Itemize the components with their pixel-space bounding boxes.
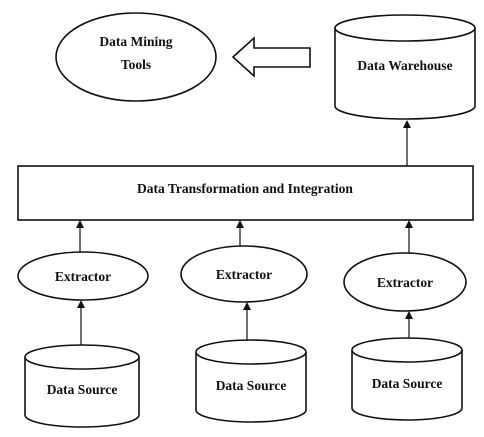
- data-source-node: Data Source: [351, 337, 463, 421]
- data-warehouse-label: Data Warehouse: [357, 58, 452, 73]
- extractor-label: Extractor: [377, 275, 433, 290]
- extractor-node: Extractor: [180, 245, 308, 303]
- data-source-label: Data Source: [216, 378, 287, 393]
- extractor-node: Extractor: [343, 252, 467, 312]
- transformation-label: Data Transformation and Integration: [137, 181, 353, 196]
- data-mining-tools-node: Data Mining Tools: [55, 12, 217, 102]
- data-source-label: Data Source: [47, 382, 118, 397]
- transformation-node: Data Transformation and Integration: [17, 165, 474, 221]
- data-source-node: Data Source: [195, 339, 307, 423]
- extractor-label: Extractor: [55, 269, 111, 284]
- data-source-label: Data Source: [372, 376, 443, 391]
- extractor-label: Extractor: [216, 267, 272, 282]
- data-warehouse-node: Data Warehouse: [334, 14, 476, 120]
- data-mining-tools-line1: Data Mining: [99, 34, 172, 49]
- data-source-node: Data Source: [24, 344, 140, 428]
- output-arrow: [231, 36, 311, 78]
- extractor-node: Extractor: [17, 251, 149, 301]
- data-mining-tools-line2: Tools: [121, 57, 151, 72]
